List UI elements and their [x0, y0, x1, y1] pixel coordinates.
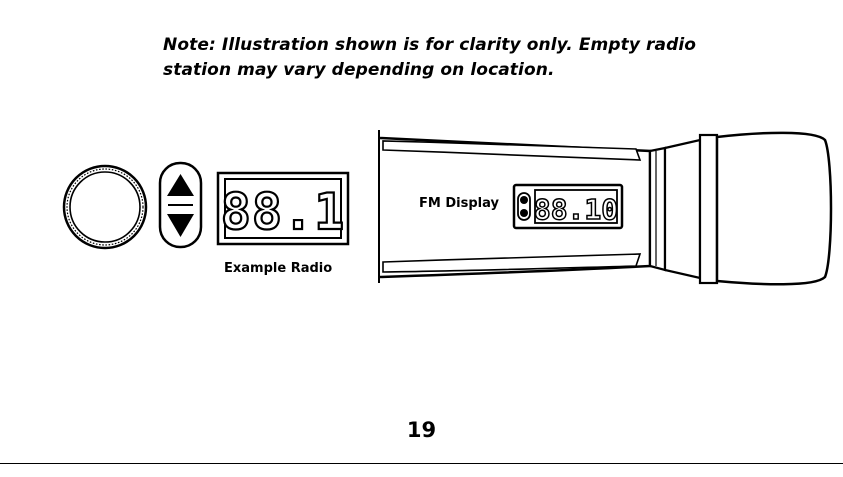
fm-display-value: 88.10 [534, 193, 618, 226]
fm-display: 88.10 [514, 185, 622, 228]
tuning-dial-icon [64, 166, 146, 248]
radio-display-value: 88.1 [221, 183, 345, 241]
radio-display: 88.1 [218, 173, 348, 244]
fm-display-caption: FM Display [419, 196, 499, 211]
example-radio-caption: Example Radio [224, 261, 332, 276]
tuning-buttons [160, 163, 201, 247]
bottom-rule [0, 463, 843, 464]
example-radio: 88.1 [64, 163, 348, 248]
page-number: 19 [0, 418, 843, 442]
indicator-led-icon [518, 193, 530, 220]
